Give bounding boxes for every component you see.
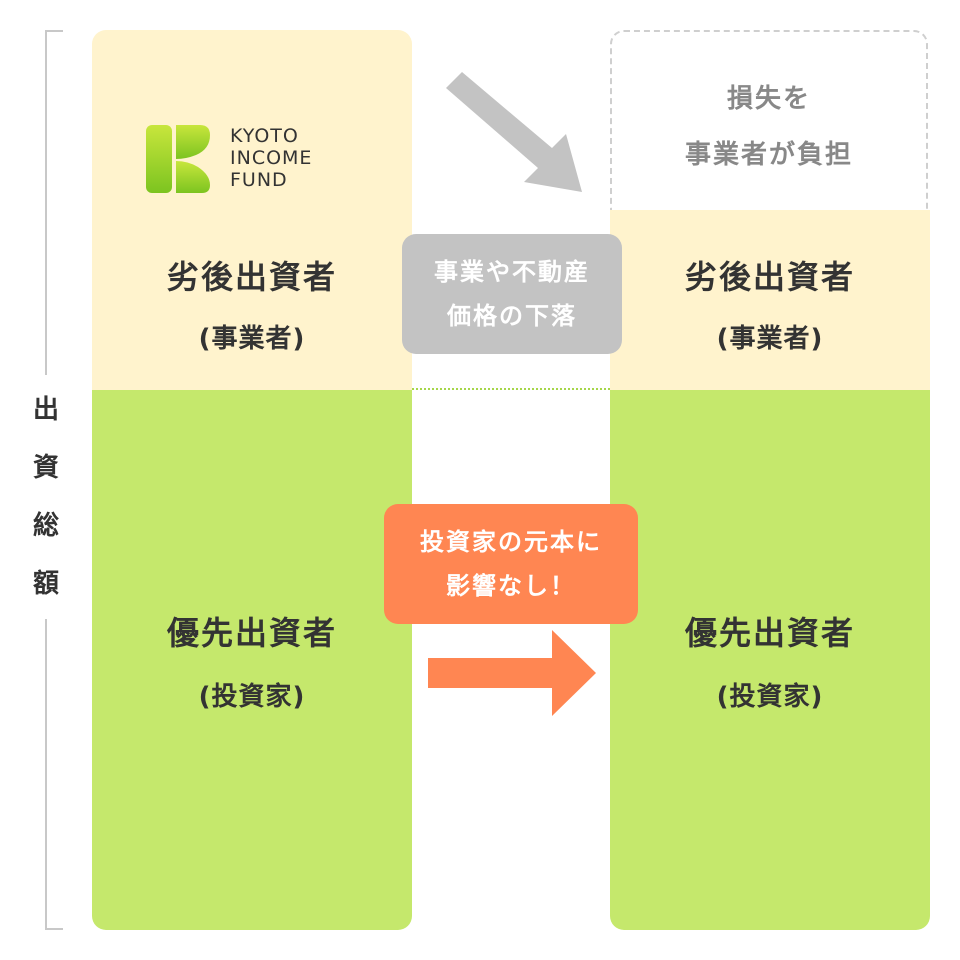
boundary-dotted-line [412,388,610,390]
logo-line: FUND [230,169,288,191]
right-subordinate-block: 劣後出資者 (事業者) [610,210,930,390]
bracket-char: 総 [32,511,59,541]
right-arrow-icon [428,630,596,716]
callout-line: 事業や不動産 [434,258,590,286]
loss-line-2: 事業者が負担 [684,140,853,170]
callout-line: 投資家の元本に [420,528,602,556]
logo-mark-icon [146,125,210,193]
right-subordinate-title: 劣後出資者 [684,258,855,296]
right-senior-sub: (投資家) [716,682,824,712]
price-drop-callout: 事業や不動産 価格の下落 [402,234,622,354]
bracket-bottom-tick [45,928,63,930]
price-drop-arrow-icon [446,72,582,192]
logo-wordmark: KYOTO INCOME FUND [230,125,312,191]
no-impact-callout: 投資家の元本に 影響なし！ [384,504,638,624]
left-subordinate-sub: (事業者) [198,324,306,354]
callout-line: 影響なし！ [446,572,576,600]
left-subordinate-block: 劣後出資者 (事業者) [92,30,412,390]
bracket-char: 資 [32,453,59,483]
logo-line: KYOTO [230,125,299,147]
right-subordinate-sub: (事業者) [716,324,824,354]
bracket-top-tick [45,30,63,32]
left-senior-sub: (投資家) [198,682,306,712]
right-senior-title: 優先出資者 [684,614,855,652]
loss-line-1: 損失を [726,84,811,114]
total-investment-label: 出 資 総 額 [20,375,72,619]
kyoto-income-fund-logo: KYOTO INCOME FUND [146,125,376,195]
callout-line: 価格の下落 [447,302,577,330]
left-senior-title: 優先出資者 [166,614,337,652]
bracket-char: 額 [32,569,59,599]
bracket-char: 出 [32,395,59,425]
left-senior-block: 優先出資者 (投資家) [92,390,412,930]
right-loss-block: 損失を 事業者が負担 [610,30,928,210]
logo-line: INCOME [230,147,313,169]
left-subordinate-title: 劣後出資者 [166,258,337,296]
right-senior-block: 優先出資者 (投資家) [610,390,930,930]
